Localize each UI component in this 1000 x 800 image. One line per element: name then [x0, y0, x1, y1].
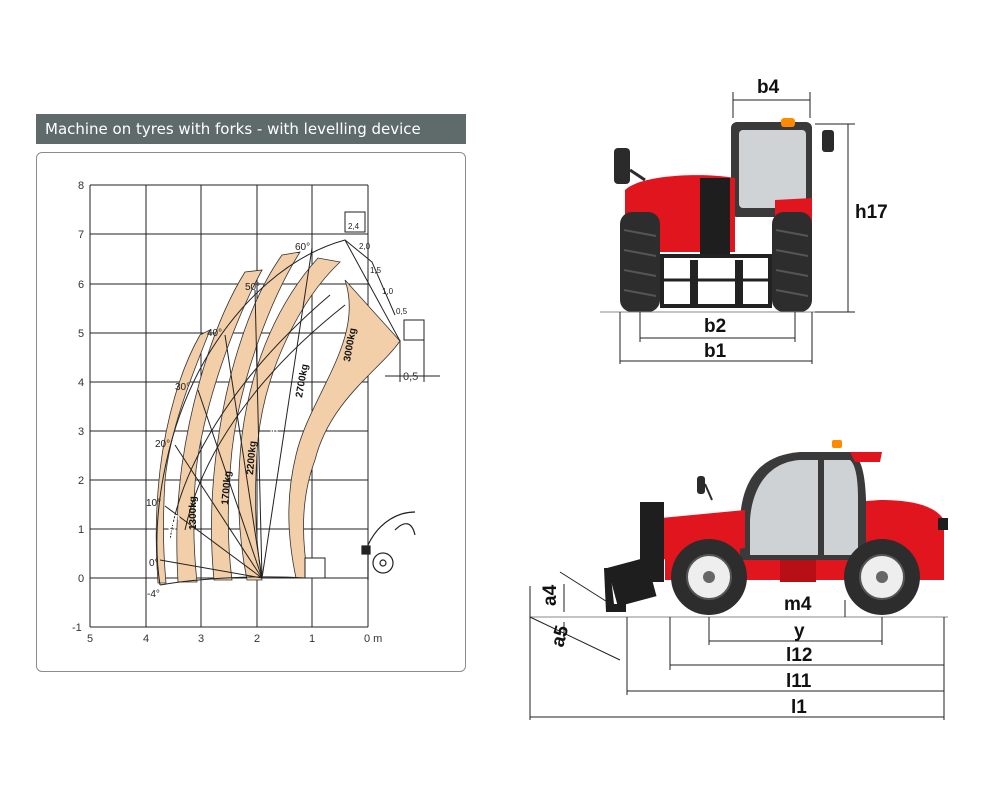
angle-30: 30° [175, 382, 190, 393]
length-dimension-lines [530, 617, 945, 720]
cab-window [739, 130, 806, 208]
chart-title-bar: Machine on tyres with forks - with level… [36, 114, 466, 168]
front-view: b4 [600, 77, 888, 364]
y-tick-4: 4 [78, 377, 84, 389]
x-tick-2: 2 [254, 633, 260, 645]
side-view: a4 a5 m4 y l12 l11 l1 [529, 440, 948, 720]
extension-label: 2,0 [359, 242, 371, 251]
y-tick-8: 8 [78, 180, 84, 192]
angle-60: 60° [295, 242, 310, 253]
b-dimension-lines [619, 312, 813, 364]
boom-front [700, 178, 730, 258]
right-mirror [822, 130, 834, 152]
y-tick-6: 6 [78, 279, 84, 291]
b4-dimension-line [732, 92, 811, 118]
max-height-marker [344, 211, 366, 233]
front-right-tyre [772, 212, 812, 312]
beacon-light [781, 118, 795, 127]
side-cab-window-front [750, 460, 818, 555]
dim-y: y [794, 621, 805, 642]
angle-40: 40° [207, 328, 222, 339]
angle-minus4: -4° [147, 589, 160, 600]
machine-outline-sketch [361, 511, 416, 580]
y-tick-5: 5 [78, 328, 84, 340]
dim-b2: b2 [704, 316, 726, 337]
load-label: 2500kg [268, 405, 285, 440]
dim-m4: m4 [784, 594, 812, 615]
dim-b4: b4 [757, 77, 780, 98]
side-cab-window-rear [824, 460, 858, 555]
side-beacon [832, 440, 842, 448]
load-label: 1300kg [188, 496, 199, 530]
extension-label: 0,5 [396, 307, 408, 316]
extension-label: 1,5 [370, 266, 382, 275]
dim-l11: l11 [786, 671, 812, 692]
y-tick-0: 0 [78, 573, 84, 585]
angle-20: 20° [155, 439, 170, 450]
y-tick-minus1: -1 [72, 622, 82, 634]
y-tick-3: 3 [78, 426, 84, 438]
dim-b1: b1 [704, 341, 727, 362]
dim-l12: l12 [786, 645, 812, 666]
boom-envelope [156, 239, 401, 586]
dim-a4: a4 [540, 584, 561, 606]
dim-h17: h17 [855, 202, 888, 223]
max-reach-marker [403, 319, 425, 341]
y-tick-1: 1 [78, 524, 84, 536]
dim-a5: a5 [548, 623, 574, 649]
y-tick-2: 2 [78, 475, 84, 487]
offset-label: 0,5 [403, 371, 418, 383]
ground-marker [304, 557, 326, 579]
load-chart: 0,5 8 7 6 5 4 3 2 1 0 -1 5 4 3 2 1 0 m 6… [72, 180, 440, 645]
x-tick-0: 0 m [364, 633, 382, 645]
load-label: 2200kg [245, 441, 259, 476]
left-mirror [614, 148, 630, 184]
extension-label: 2,4 [348, 222, 360, 231]
front-left-tyre [620, 212, 660, 312]
dim-l1: l1 [791, 697, 807, 718]
chart-title: Machine on tyres with forks - with level… [45, 120, 421, 168]
load-chart-frame [36, 152, 466, 672]
offset-dimension [385, 340, 440, 382]
x-tick-4: 4 [143, 633, 149, 645]
h17-dimension-line [815, 123, 855, 313]
x-tick-3: 3 [198, 633, 204, 645]
load-label: 2700kg [294, 363, 311, 398]
angle-50: 50° [245, 282, 260, 293]
fork-tine [604, 568, 626, 612]
angle-0: 0° [149, 558, 159, 569]
load-label: 1700kg [220, 471, 234, 506]
a-dimension-lines [529, 571, 621, 720]
angle-10: 10° [146, 498, 161, 509]
y-tick-7: 7 [78, 229, 84, 241]
x-tick-5: 5 [87, 633, 93, 645]
extension-label: 1,0 [382, 287, 394, 296]
x-tick-1: 1 [309, 633, 315, 645]
